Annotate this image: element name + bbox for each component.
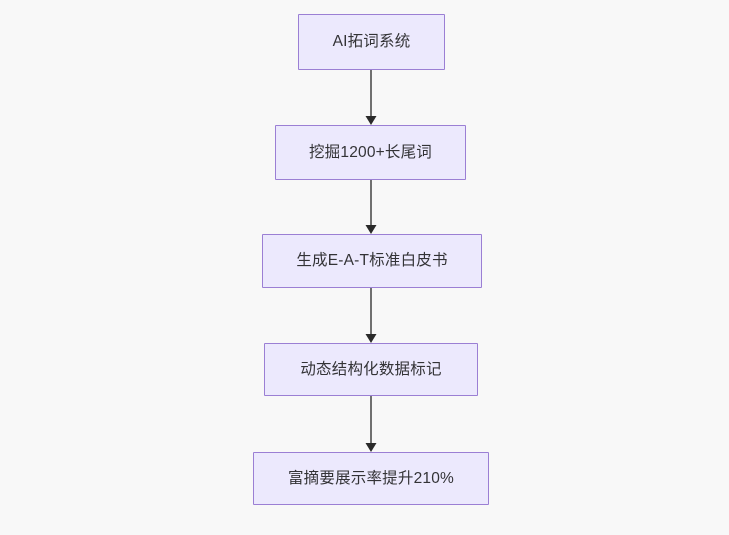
- flowchart-node-mine-longtail-keywords[interactable]: 挖掘1200+长尾词: [275, 125, 466, 180]
- flowchart-arrow-n3-to-n4: [365, 288, 377, 343]
- flowchart-arrow-n4-to-n5: [365, 396, 377, 452]
- flowchart-arrow-n2-to-n3: [365, 180, 377, 234]
- flowchart-node-ai-keyword-system[interactable]: AI拓词系统: [298, 14, 445, 70]
- flowchart-node-generate-eat-whitepaper[interactable]: 生成E-A-T标准白皮书: [262, 234, 482, 288]
- flowchart-node-label: 动态结构化数据标记: [300, 360, 442, 378]
- flowchart-node-label: 生成E-A-T标准白皮书: [296, 252, 448, 270]
- flowchart-node-rich-snippet-impression-lift[interactable]: 富摘要展示率提升210%: [253, 452, 489, 505]
- flowchart-node-label: AI拓词系统: [332, 33, 411, 51]
- flowchart-arrow-n1-to-n2: [365, 70, 377, 125]
- flowchart-node-dynamic-structured-data-markup[interactable]: 动态结构化数据标记: [264, 343, 478, 396]
- flowchart-node-label: 富摘要展示率提升210%: [287, 469, 455, 487]
- flowchart-node-label: 挖掘1200+长尾词: [308, 143, 433, 161]
